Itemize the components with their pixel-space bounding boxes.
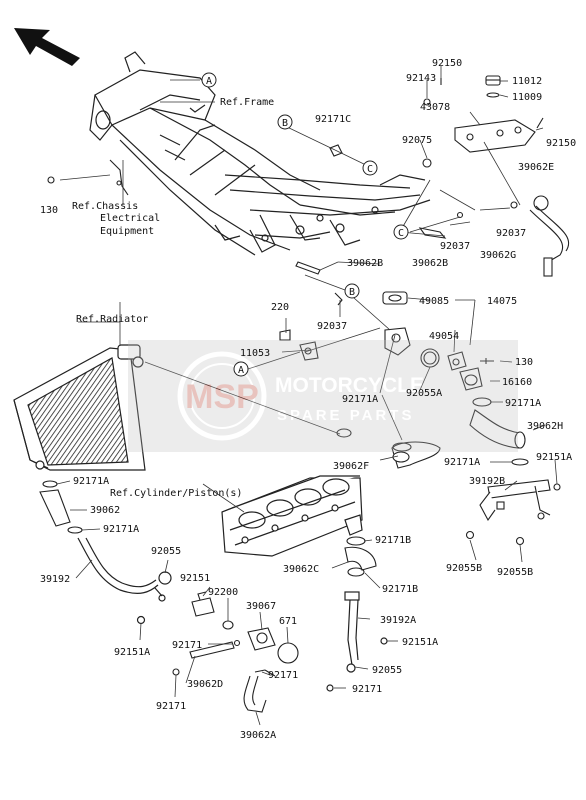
radiator — [13, 344, 146, 471]
watermark-brand-line2: SPARE PARTS — [277, 407, 414, 424]
part-39062b-upper: 39062B — [347, 258, 383, 269]
part-92151a-left: 92151A — [114, 647, 150, 658]
part-11012: 11012 — [512, 76, 542, 87]
part-49054: 49054 — [429, 331, 459, 342]
callout-b-hose: B — [344, 283, 360, 299]
ref-chassis-label-2: Electrical — [100, 213, 160, 224]
direction-arrow-icon — [14, 28, 80, 66]
part-92151a-mid: 92151A — [402, 637, 438, 648]
leader-lines — [56, 66, 558, 726]
part-130-right: 130 — [515, 357, 533, 368]
part-92171b-2: 92171B — [382, 584, 418, 595]
part-92037-lower: 92037 — [317, 321, 347, 332]
part-92171a-center: 92171A — [342, 394, 378, 405]
part-39062-left: 39062 — [90, 505, 120, 516]
part-39062a: 39062A — [240, 730, 276, 741]
part-92171a-right: 92171A — [505, 398, 541, 409]
cylinder-block — [221, 475, 363, 557]
part-92171-4: 92171 — [352, 684, 382, 695]
part-130-left: 130 — [40, 205, 58, 216]
part-92075: 92075 — [402, 135, 432, 146]
frame-drawing — [89, 51, 431, 256]
part-92151: 92151 — [180, 573, 210, 584]
reference-labels: Ref.Frame Ref.Chassis Electrical Equipme… — [72, 97, 274, 499]
callout-b-frame: B — [277, 114, 293, 130]
callout-c-frame: C — [362, 160, 378, 176]
part-39062h: 39062H — [527, 421, 563, 432]
part-39062b-mid: 39062B — [412, 258, 448, 269]
svg-text:C: C — [398, 228, 404, 239]
part-92171-2: 92171 — [268, 670, 298, 681]
part-92055a: 92055A — [406, 388, 442, 399]
hose-39062f — [336, 428, 441, 469]
part-92037-mid: 92037 — [440, 241, 470, 252]
part-92171-3: 92171 — [156, 701, 186, 712]
svg-text:C: C — [367, 164, 373, 175]
watermark-brand-line1: MOTORCYCLE — [275, 374, 424, 397]
part-43078: 43078 — [420, 102, 450, 113]
hose-39062c — [344, 536, 377, 577]
part-92171a-rmid: 92171A — [444, 457, 480, 468]
part-92055-mid: 92055 — [372, 665, 402, 676]
part-39062f: 39062F — [333, 461, 369, 472]
part-92171a-left1: 92171A — [73, 476, 109, 487]
pipe-39192a — [326, 591, 388, 692]
part-11053: 11053 — [240, 348, 270, 359]
svg-text:B: B — [282, 118, 288, 129]
part-14075: 14075 — [487, 296, 517, 307]
svg-text:B: B — [349, 287, 355, 298]
ref-chassis-label-1: Ref.Chassis — [72, 201, 138, 212]
part-39062g: 39062G — [480, 250, 516, 261]
part-92150-right: 92150 — [546, 138, 576, 149]
part-92171b-1: 92171B — [375, 535, 411, 546]
part-92150-top: 92150 — [432, 58, 462, 69]
watermark: MSP MOTORCYCLE SPARE PARTS — [128, 340, 518, 452]
part-39192: 39192 — [40, 574, 70, 585]
part-92200: 92200 — [208, 587, 238, 598]
watermark-logo: MSP — [185, 378, 259, 416]
part-number-labels: 92150 92143 11012 11009 43078 92150 9217… — [40, 58, 576, 741]
ref-frame-label: Ref.Frame — [220, 97, 274, 108]
sensor-assembly — [172, 591, 299, 713]
part-92037-right: 92037 — [496, 228, 526, 239]
part-39067: 39067 — [246, 601, 276, 612]
part-39192b: 39192B — [469, 476, 505, 487]
part-39062d: 39062D — [187, 679, 223, 690]
part-92171a-left2: 92171A — [103, 524, 139, 535]
callout-a-bracket: A — [233, 361, 249, 377]
callout-c-hose: C — [393, 224, 409, 240]
part-92055b-right: 92055B — [497, 567, 533, 578]
pipe-39192 — [77, 537, 172, 625]
svg-text:A: A — [206, 76, 212, 87]
ref-chassis-label-3: Equipment — [100, 226, 154, 237]
part-92151a-right: 92151A — [536, 452, 572, 463]
part-220: 220 — [271, 302, 289, 313]
part-92171-1: 92171 — [172, 640, 202, 651]
callout-a-frame: A — [201, 72, 217, 88]
hose-39062e — [529, 195, 570, 277]
hose-39062-left — [39, 480, 83, 534]
part-92055: 92055 — [151, 546, 181, 557]
part-49085: 49085 — [419, 296, 449, 307]
ref-radiator-label: Ref.Radiator — [76, 314, 148, 325]
part-92171c: 92171C — [315, 114, 351, 125]
ref-cylinder-label: Ref.Cylinder/Piston(s) — [110, 488, 242, 499]
pipe-39192b — [465, 458, 561, 546]
part-92055b-left: 92055B — [446, 563, 482, 574]
part-39062e: 39062E — [518, 162, 554, 173]
part-39062c: 39062C — [283, 564, 319, 575]
part-39192a: 39192A — [380, 615, 416, 626]
part-16160: 16160 — [502, 377, 532, 388]
bracket-43078 — [422, 75, 544, 168]
part-92143: 92143 — [406, 73, 436, 84]
callout-circles: A B C C B A — [201, 72, 409, 377]
part-671: 671 — [279, 616, 297, 627]
part-11009: 11009 — [512, 92, 542, 103]
svg-text:A: A — [238, 365, 244, 376]
